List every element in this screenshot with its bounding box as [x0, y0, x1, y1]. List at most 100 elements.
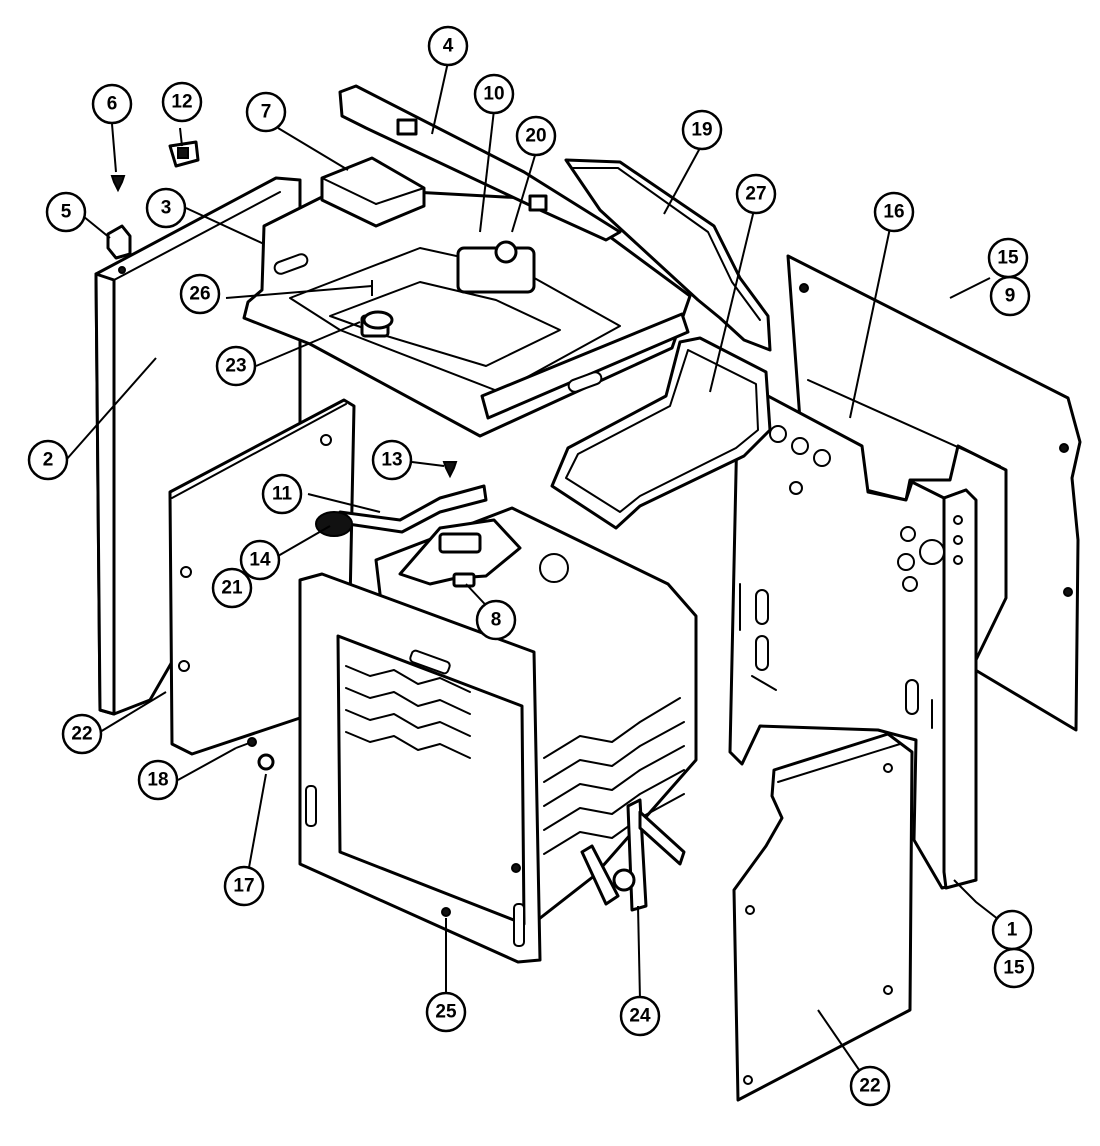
callout-label: 21 — [221, 578, 243, 599]
callout-label: 27 — [745, 184, 766, 205]
callout-label: 2 — [43, 450, 54, 471]
callout-c6: 6 — [91, 83, 133, 125]
callout-circle — [211, 567, 253, 609]
callout-circle — [427, 25, 469, 67]
callout-c8: 8 — [475, 599, 517, 641]
callout-c13: 13 — [371, 439, 413, 481]
callout-circle — [371, 439, 413, 481]
screw-25 — [441, 907, 451, 917]
callout-circle — [681, 109, 723, 151]
callout-c15a: 15 — [987, 237, 1029, 279]
oven-liner — [298, 506, 698, 964]
callout-circle — [475, 599, 517, 641]
callout-c24: 24 — [619, 995, 661, 1037]
callout-c21: 21 — [211, 567, 253, 609]
callout-c9: 9 — [989, 275, 1031, 317]
callout-c17: 17 — [223, 865, 265, 907]
callout-c25: 25 — [425, 991, 467, 1033]
rear-top-channel — [338, 84, 622, 242]
thermostat-bulb-23 — [362, 310, 394, 330]
callout-circle — [849, 1065, 891, 1107]
callout-circle — [27, 439, 69, 481]
callout-label: 13 — [381, 450, 402, 471]
bracket-5 — [106, 224, 132, 260]
callout-circle — [45, 191, 87, 233]
callout-label: 6 — [107, 94, 118, 115]
callout-label: 11 — [272, 484, 293, 505]
callout-c5: 5 — [45, 191, 87, 233]
cooktop-support-frame — [242, 186, 692, 438]
callout-label: 25 — [435, 1002, 457, 1023]
callout-c14: 14 — [239, 539, 281, 581]
callout-label: 16 — [883, 202, 904, 223]
callout-c16: 16 — [873, 191, 915, 233]
back-splash-trim — [564, 158, 772, 352]
callout-circle — [91, 83, 133, 125]
leader-lines — [65, 61, 1013, 1081]
callout-c10: 10 — [473, 73, 515, 115]
callout-circle — [987, 237, 1029, 279]
callout-c2: 2 — [27, 439, 69, 481]
callout-circle — [137, 759, 179, 801]
screw-6 — [110, 175, 126, 193]
callout-circle — [473, 73, 515, 115]
callout-circle — [873, 191, 915, 233]
callout-circle — [515, 115, 557, 157]
callout-c12: 12 — [161, 81, 203, 123]
callout-circle — [735, 173, 777, 215]
right-side-panel — [728, 378, 978, 890]
callout-c18: 18 — [137, 759, 179, 801]
callout-circle — [261, 473, 303, 515]
callout-circle — [993, 947, 1035, 989]
callout-label: 14 — [249, 550, 271, 571]
callout-c11: 11 — [261, 473, 303, 515]
callout-c3: 3 — [145, 187, 187, 229]
callout-label: 1 — [1007, 920, 1018, 941]
clip-12 — [168, 140, 200, 168]
oven-vent-duct — [550, 336, 772, 530]
control-box — [320, 156, 426, 228]
callout-label: 22 — [859, 1076, 880, 1097]
callout-circle — [215, 345, 257, 387]
broiler-door-panel — [732, 732, 914, 1102]
callout-label: 8 — [491, 610, 502, 631]
oven-hinge — [580, 798, 686, 912]
callout-label: 4 — [443, 36, 454, 57]
callout-circle — [161, 81, 203, 123]
callout-c1: 1 — [991, 909, 1033, 951]
callout-label: 20 — [525, 126, 546, 147]
callout-c19: 19 — [681, 109, 723, 151]
callout-label: 5 — [61, 202, 72, 223]
callout-circle — [239, 539, 281, 581]
callout-label: 26 — [189, 284, 210, 305]
callout-label: 12 — [171, 92, 192, 113]
callout-label: 15 — [997, 248, 1019, 269]
callout-label: 17 — [233, 876, 254, 897]
callout-label: 7 — [261, 102, 272, 123]
callout-label: 10 — [483, 84, 504, 105]
callout-label: 18 — [147, 770, 168, 791]
callout-label: 9 — [1005, 286, 1016, 307]
callout-c23: 23 — [215, 345, 257, 387]
bolt-18 — [235, 737, 257, 749]
callout-c20: 20 — [515, 115, 557, 157]
callout-c4: 4 — [427, 25, 469, 67]
callout-c15b: 15 — [993, 947, 1035, 989]
callout-label: 3 — [161, 198, 172, 219]
callout-c7: 7 — [245, 91, 287, 133]
callout-circle — [245, 91, 287, 133]
callout-c27: 27 — [735, 173, 777, 215]
callout-label: 24 — [629, 1006, 651, 1027]
screw-13 — [442, 461, 458, 479]
callout-circle — [145, 187, 187, 229]
callout-circle — [223, 865, 265, 907]
callout-c22a: 22 — [61, 713, 103, 755]
nut-17 — [257, 753, 275, 771]
callout-c26: 26 — [179, 273, 221, 315]
callout-circle — [179, 273, 221, 315]
callout-c22b: 22 — [849, 1065, 891, 1107]
callout-label: 15 — [1003, 958, 1025, 979]
callout-circle — [61, 713, 103, 755]
